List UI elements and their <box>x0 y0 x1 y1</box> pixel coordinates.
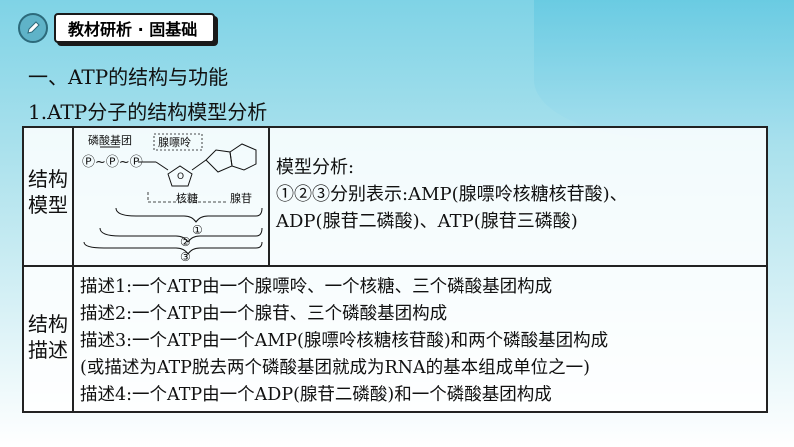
analysis-line-1: ①②③分别表示:AMP(腺嘌呤核糖核苷酸)、 <box>276 184 628 205</box>
description-line-1: 描述1:一个ATP由一个腺嘌呤、一个核糖、三个磷酸基团构成 <box>80 277 553 297</box>
description-line-5: 描述4:一个ATP由一个ADP(腺苷二磷酸)和一个磷酸基团构成 <box>80 385 552 405</box>
description-line-4: (或描述为ATP脱去两个磷酸基团就成为RNA的基本组成单位之一) <box>80 358 590 378</box>
atp-structure-diagram: 磷酸基团 Ⓟ~Ⓟ~Ⓟ 腺嘌呤 O 核糖 腺苷 ① ② ③ <box>82 133 263 262</box>
phosphate-group-label: 磷酸基团 <box>88 133 132 147</box>
section-header-label: 教材研析 · 固基础 <box>54 13 216 43</box>
svg-text:O: O <box>177 172 184 182</box>
description-line-2: 描述2:一个ATP由一个腺苷、三个磷酸基团构成 <box>80 304 448 324</box>
adenosine-label: 腺苷 <box>230 191 252 205</box>
phosphate-chain: Ⓟ~Ⓟ~Ⓟ <box>82 155 143 170</box>
section-title: 一、ATP的结构与功能 <box>28 65 229 89</box>
row1-label: 结构 模型 <box>28 167 68 217</box>
background-decoration <box>534 0 794 140</box>
bracket-label-2: ② <box>180 235 191 249</box>
adenine-label: 腺嘌呤 <box>158 135 191 149</box>
description-line-3: 描述3:一个ATP由一个AMP(腺嘌呤核糖核苷酸)和两个磷酸基团构成 <box>80 331 609 351</box>
pencil-icon <box>18 13 48 43</box>
analysis-line-2: ADP(腺苷二磷酸)、ATP(腺苷三磷酸) <box>276 211 578 232</box>
structure-descriptions: 描述1:一个ATP由一个腺嘌呤、一个核糖、三个磷酸基团构成 描述2:一个ATP由… <box>80 274 608 409</box>
subsection-title: 1.ATP分子的结构模型分析 <box>28 100 268 124</box>
ribose-label: 核糖 <box>176 191 198 205</box>
row2-label: 结构 描述 <box>28 312 68 362</box>
bracket-label-3: ③ <box>180 250 191 262</box>
structure-table: 结构 模型 磷酸基团 Ⓟ~Ⓟ~Ⓟ 腺嘌呤 O 核糖 腺苷 ① ② ③ 模型分析:… <box>22 126 768 413</box>
bracket-label-1: ① <box>192 223 203 237</box>
model-analysis: 模型分析: ①②③分别表示:AMP(腺嘌呤核糖核苷酸)、 ADP(腺苷二磷酸)、… <box>276 154 628 235</box>
analysis-title: 模型分析: <box>276 157 355 178</box>
section-header-tab: 教材研析 · 固基础 <box>18 13 250 43</box>
